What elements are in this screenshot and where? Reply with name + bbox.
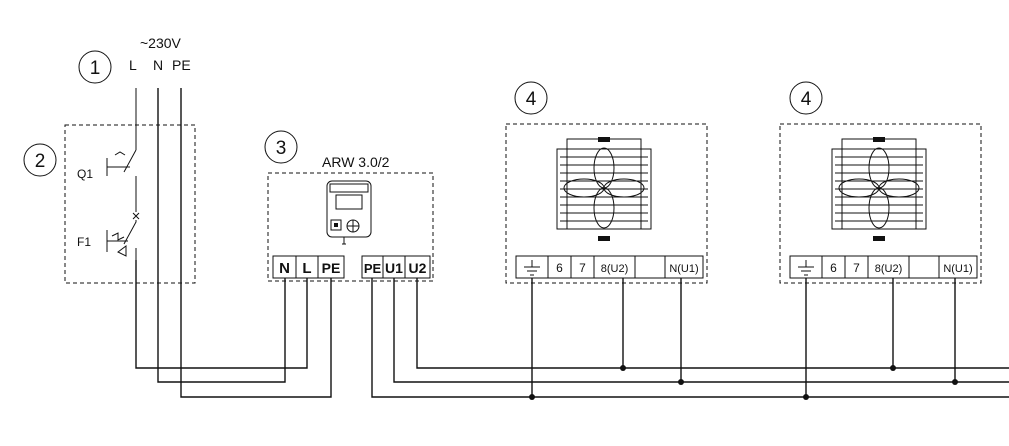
supply-pe-label: PE bbox=[172, 57, 191, 73]
wire-n bbox=[157, 88, 286, 383]
fan-unit-1-terminal-8u2: 8(U2) bbox=[601, 263, 629, 275]
q1-contact-mark bbox=[132, 212, 140, 220]
fan-unit-1-terminal-7: 7 bbox=[579, 261, 586, 275]
svg-text:1: 1 bbox=[90, 58, 101, 79]
svg-text:4: 4 bbox=[801, 89, 812, 110]
wire-pe-bus bbox=[371, 278, 1009, 398]
svg-text:3: 3 bbox=[276, 138, 287, 159]
callout-1: 1 bbox=[78, 50, 112, 84]
fan-unit-1-terminal-6: 6 bbox=[556, 261, 563, 275]
controller-terminal-pe-out: PE bbox=[364, 261, 382, 276]
svg-text:2: 2 bbox=[35, 151, 46, 172]
wire-u2-bus bbox=[416, 278, 1009, 369]
switchgear-enclosure bbox=[64, 124, 196, 284]
controller-terminal-u2: U2 bbox=[409, 260, 427, 276]
callout-4-second: 4 bbox=[789, 81, 823, 115]
fan-unit-1-ground-icon bbox=[524, 260, 540, 276]
controller-device-icon bbox=[326, 180, 372, 245]
wire-l bbox=[135, 260, 308, 369]
fan-unit-2-icon bbox=[831, 137, 927, 241]
controller-enclosure bbox=[267, 172, 434, 282]
fan-unit-2-terminal-6: 6 bbox=[830, 261, 837, 275]
fan-unit-2-enclosure bbox=[779, 123, 982, 284]
fan-unit-1-icon bbox=[556, 137, 652, 241]
junction-dots bbox=[529, 365, 958, 400]
controller-terminal-pe-in: PE bbox=[322, 260, 341, 276]
fan-unit-1-enclosure bbox=[505, 123, 708, 284]
fan-unit-2-terminal-block: 6 7 8(U2) N(U1) bbox=[789, 255, 978, 279]
controller-model: ARW 3.0/2 bbox=[322, 154, 390, 170]
q1-label: Q1 bbox=[77, 167, 93, 181]
supply-n-label: N bbox=[153, 57, 163, 73]
callout-4-first: 4 bbox=[514, 81, 548, 115]
fan-unit-2-terminal-7: 7 bbox=[853, 261, 860, 275]
q1-switch-symbol bbox=[106, 88, 137, 212]
fan-unit-2-terminal-8u2: 8(U2) bbox=[875, 263, 903, 275]
controller-terminal-block-right: PE U1 U2 bbox=[361, 255, 431, 279]
controller-terminal-block-left: N L PE bbox=[272, 255, 345, 279]
fan-unit-1-terminal-nu1: N(U1) bbox=[669, 263, 698, 275]
controller-terminal-l: L bbox=[302, 260, 311, 277]
callout-3: 3 bbox=[264, 130, 298, 164]
supply-voltage-label: ~230V bbox=[140, 35, 182, 51]
fan-unit-2-ground-icon bbox=[798, 260, 814, 276]
fan-unit-2-terminal-nu1: N(U1) bbox=[943, 263, 972, 275]
wire-pe-supply bbox=[180, 88, 332, 398]
f1-breaker-symbol bbox=[106, 220, 137, 260]
svg-text:4: 4 bbox=[526, 89, 537, 110]
controller-terminal-u1: U1 bbox=[385, 260, 403, 276]
wire-u1-bus bbox=[393, 278, 1009, 383]
controller-terminal-n: N bbox=[279, 260, 290, 277]
f1-label: F1 bbox=[77, 235, 91, 249]
supply-l-label: L bbox=[129, 57, 137, 73]
fan-unit-1-terminal-block: 6 7 8(U2) N(U1) bbox=[515, 255, 704, 279]
callout-2: 2 bbox=[23, 143, 57, 177]
